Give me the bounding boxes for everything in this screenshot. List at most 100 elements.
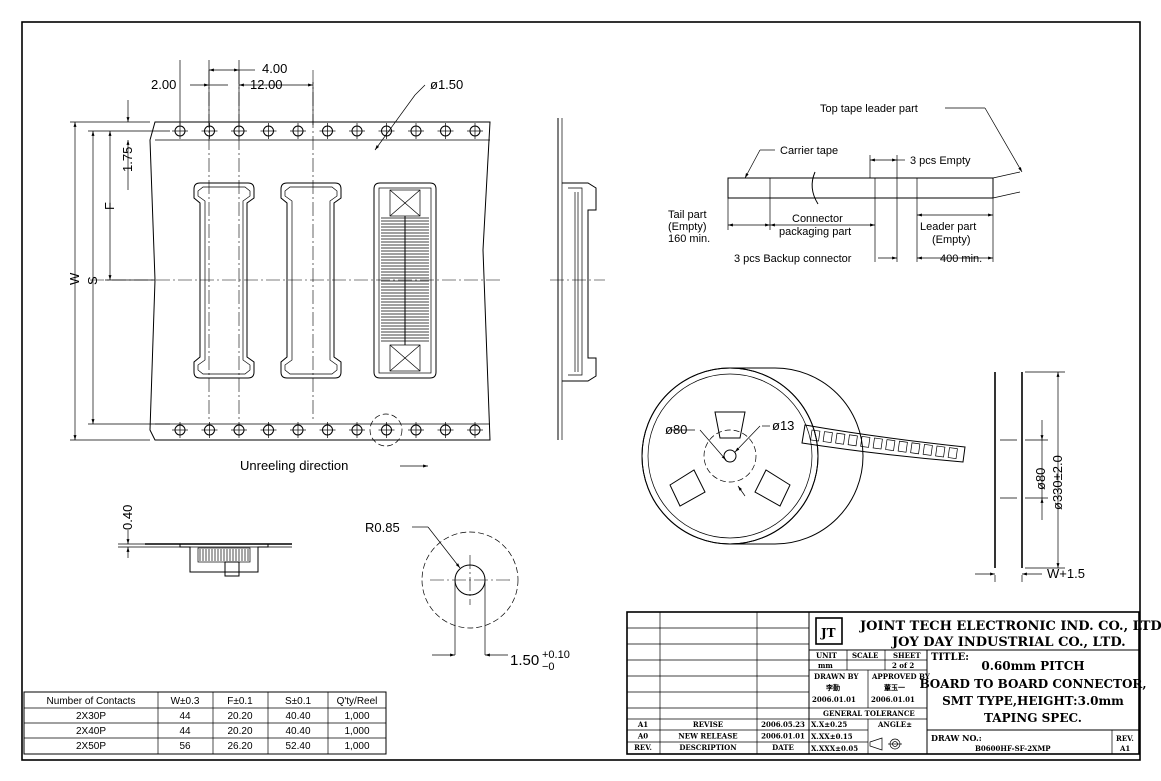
revision-cell: A0 xyxy=(637,732,648,741)
tol-minus: −0 xyxy=(542,661,555,673)
table-cell: 1,000 xyxy=(344,711,369,722)
revision-cell: DATE xyxy=(772,743,794,752)
dim-hub-80: ø80 xyxy=(1033,468,1048,490)
table-header: S±0.1 xyxy=(285,696,311,707)
reel-tape-pocket xyxy=(810,429,821,442)
approved-by-label: APPROVED BY xyxy=(871,672,931,681)
sheet-label: SHEET xyxy=(893,651,921,660)
dim-reel-80: ø80 xyxy=(665,422,687,437)
table-cell: 20.20 xyxy=(227,711,252,722)
spec-table xyxy=(23,691,387,755)
reel-tape-pocket xyxy=(922,444,933,456)
title-line-3: SMT TYPE,HEIGHT:3.0mm xyxy=(942,694,1124,708)
drawn-date: 2006.01.01 xyxy=(812,695,856,704)
table-cell: 52.40 xyxy=(285,741,310,752)
leader-empty-label: (Empty) xyxy=(932,234,971,246)
dim-S: S xyxy=(85,276,100,285)
connector-label: Connector xyxy=(792,213,843,225)
revision-cell: REV. xyxy=(634,743,652,752)
general-tolerance-label: GENERAL TOLERANCE xyxy=(823,709,915,718)
reel-tape-pocket xyxy=(872,437,883,450)
table-cell: 2X30P xyxy=(76,711,106,722)
reel-tape-pocket xyxy=(897,440,908,453)
table-cell: 2X50P xyxy=(76,741,106,752)
reel-tape-pocket xyxy=(885,439,896,452)
dim-2-00: 2.00 xyxy=(151,77,176,92)
table-cell: 40.40 xyxy=(285,726,310,737)
unit-value: mm xyxy=(818,661,833,670)
tape-leader-diagram xyxy=(727,107,1023,262)
drawing-frame xyxy=(21,21,1141,761)
rev-label: REV. xyxy=(1116,734,1134,743)
title-line-4: TAPING SPEC. xyxy=(984,711,1082,725)
reel-tape-pocket xyxy=(935,445,946,458)
dim-1-75: 1.75 xyxy=(120,147,135,172)
company-name-1: JOINT TECH ELECTRONIC IND. CO., LTD. xyxy=(859,619,1161,634)
table-header: W±0.3 xyxy=(171,696,200,707)
reel-side-view xyxy=(975,371,1065,582)
leader-part-label: Leader part xyxy=(920,221,976,233)
tape-cross-section xyxy=(118,530,292,577)
reel-tape-pocket xyxy=(835,432,846,445)
dim-W: W xyxy=(67,272,82,285)
table-cell: 20.20 xyxy=(227,726,252,737)
revision-cell: DESCRIPTION xyxy=(679,743,737,752)
empty-pcs-label: 3 pcs Empty xyxy=(910,155,971,167)
reel-tape-pocket xyxy=(860,436,871,448)
revision-cell: 2006.01.01 xyxy=(761,732,805,741)
min-400-label: 400 min. xyxy=(940,253,982,265)
revision-cell: NEW RELEASE xyxy=(678,732,737,741)
dim-12-00: 12.00 xyxy=(250,77,283,92)
revision-cell: REVISE xyxy=(693,720,723,729)
backup-connector-label: 3 pcs Backup connector xyxy=(734,253,852,265)
table-cell: 2X40P xyxy=(76,726,106,737)
table-cell: 26.20 xyxy=(227,741,252,752)
table-header: F±0.1 xyxy=(227,696,253,707)
company-logo: JT xyxy=(820,626,836,640)
tail-min-label: 160 min. xyxy=(668,233,710,245)
dim-reel-13: ø13 xyxy=(772,418,794,433)
title-line-2: BOARD TO BOARD CONNECTOR, xyxy=(919,677,1146,691)
reel-tape-pocket xyxy=(910,442,921,455)
draw-no-label: DRAW NO.: xyxy=(931,733,982,743)
carrier-tape-top-view xyxy=(70,60,500,468)
dim-F: F xyxy=(102,202,117,210)
table-header: Number of Contacts xyxy=(47,696,136,707)
title-line-1: 0.60mm PITCH xyxy=(981,659,1084,673)
title-block xyxy=(626,611,1140,755)
drawn-by-label: DRAWN BY xyxy=(814,672,859,681)
tape-side-section xyxy=(550,118,605,440)
unit-label: UNIT xyxy=(816,651,838,660)
company-name-2: JOY DAY INDUSTRIAL CO., LTD. xyxy=(891,635,1126,650)
dim-r085: R0.85 xyxy=(365,520,400,535)
revision-cell: 2006.05.23 xyxy=(761,720,805,729)
scale-label: SCALE xyxy=(852,651,878,660)
sprocket-hole-detail xyxy=(412,526,519,657)
revision-cell: A1 xyxy=(637,720,648,729)
sheet-value: 2 of 2 xyxy=(892,661,914,670)
reel-tape-pocket xyxy=(847,434,858,447)
carrier-tape-label: Carrier tape xyxy=(780,145,838,157)
spec-table-text: Number of Contacts W±0.3 F±0.1 S±0.1 Q'ty/Re… xyxy=(47,696,378,752)
unreeling-direction-label: Unreeling direction xyxy=(240,458,348,473)
dim-hole-dia: ø1.50 xyxy=(430,77,463,92)
reel-front-view xyxy=(641,367,966,545)
table-cell: 1,000 xyxy=(344,726,369,737)
packaging-part-label: packaging part xyxy=(779,226,851,238)
reel-tape-pocket xyxy=(822,431,833,444)
angle-label: ANGLE± xyxy=(877,720,912,729)
tolerance-1: X.X±0.25 xyxy=(811,720,847,729)
dim-0-40: 0.40 xyxy=(120,505,135,530)
table-cell: 1,000 xyxy=(344,741,369,752)
drawn-by-name: 李勤 xyxy=(825,683,840,692)
table-cell: 56 xyxy=(179,741,191,752)
table-header: Q'ty/Reel xyxy=(337,696,378,707)
top-tape-leader-label: Top tape leader part xyxy=(820,103,918,115)
dim-reel-330: ø330±2.0 xyxy=(1050,455,1065,510)
tolerance-3: X.XXX±0.05 xyxy=(811,744,858,753)
tolerance-2: X.XX±0.15 xyxy=(811,732,853,741)
table-cell: 40.40 xyxy=(285,711,310,722)
approved-date: 2006.01.01 xyxy=(871,695,915,704)
approved-by-name: 董玉一 xyxy=(884,683,905,692)
